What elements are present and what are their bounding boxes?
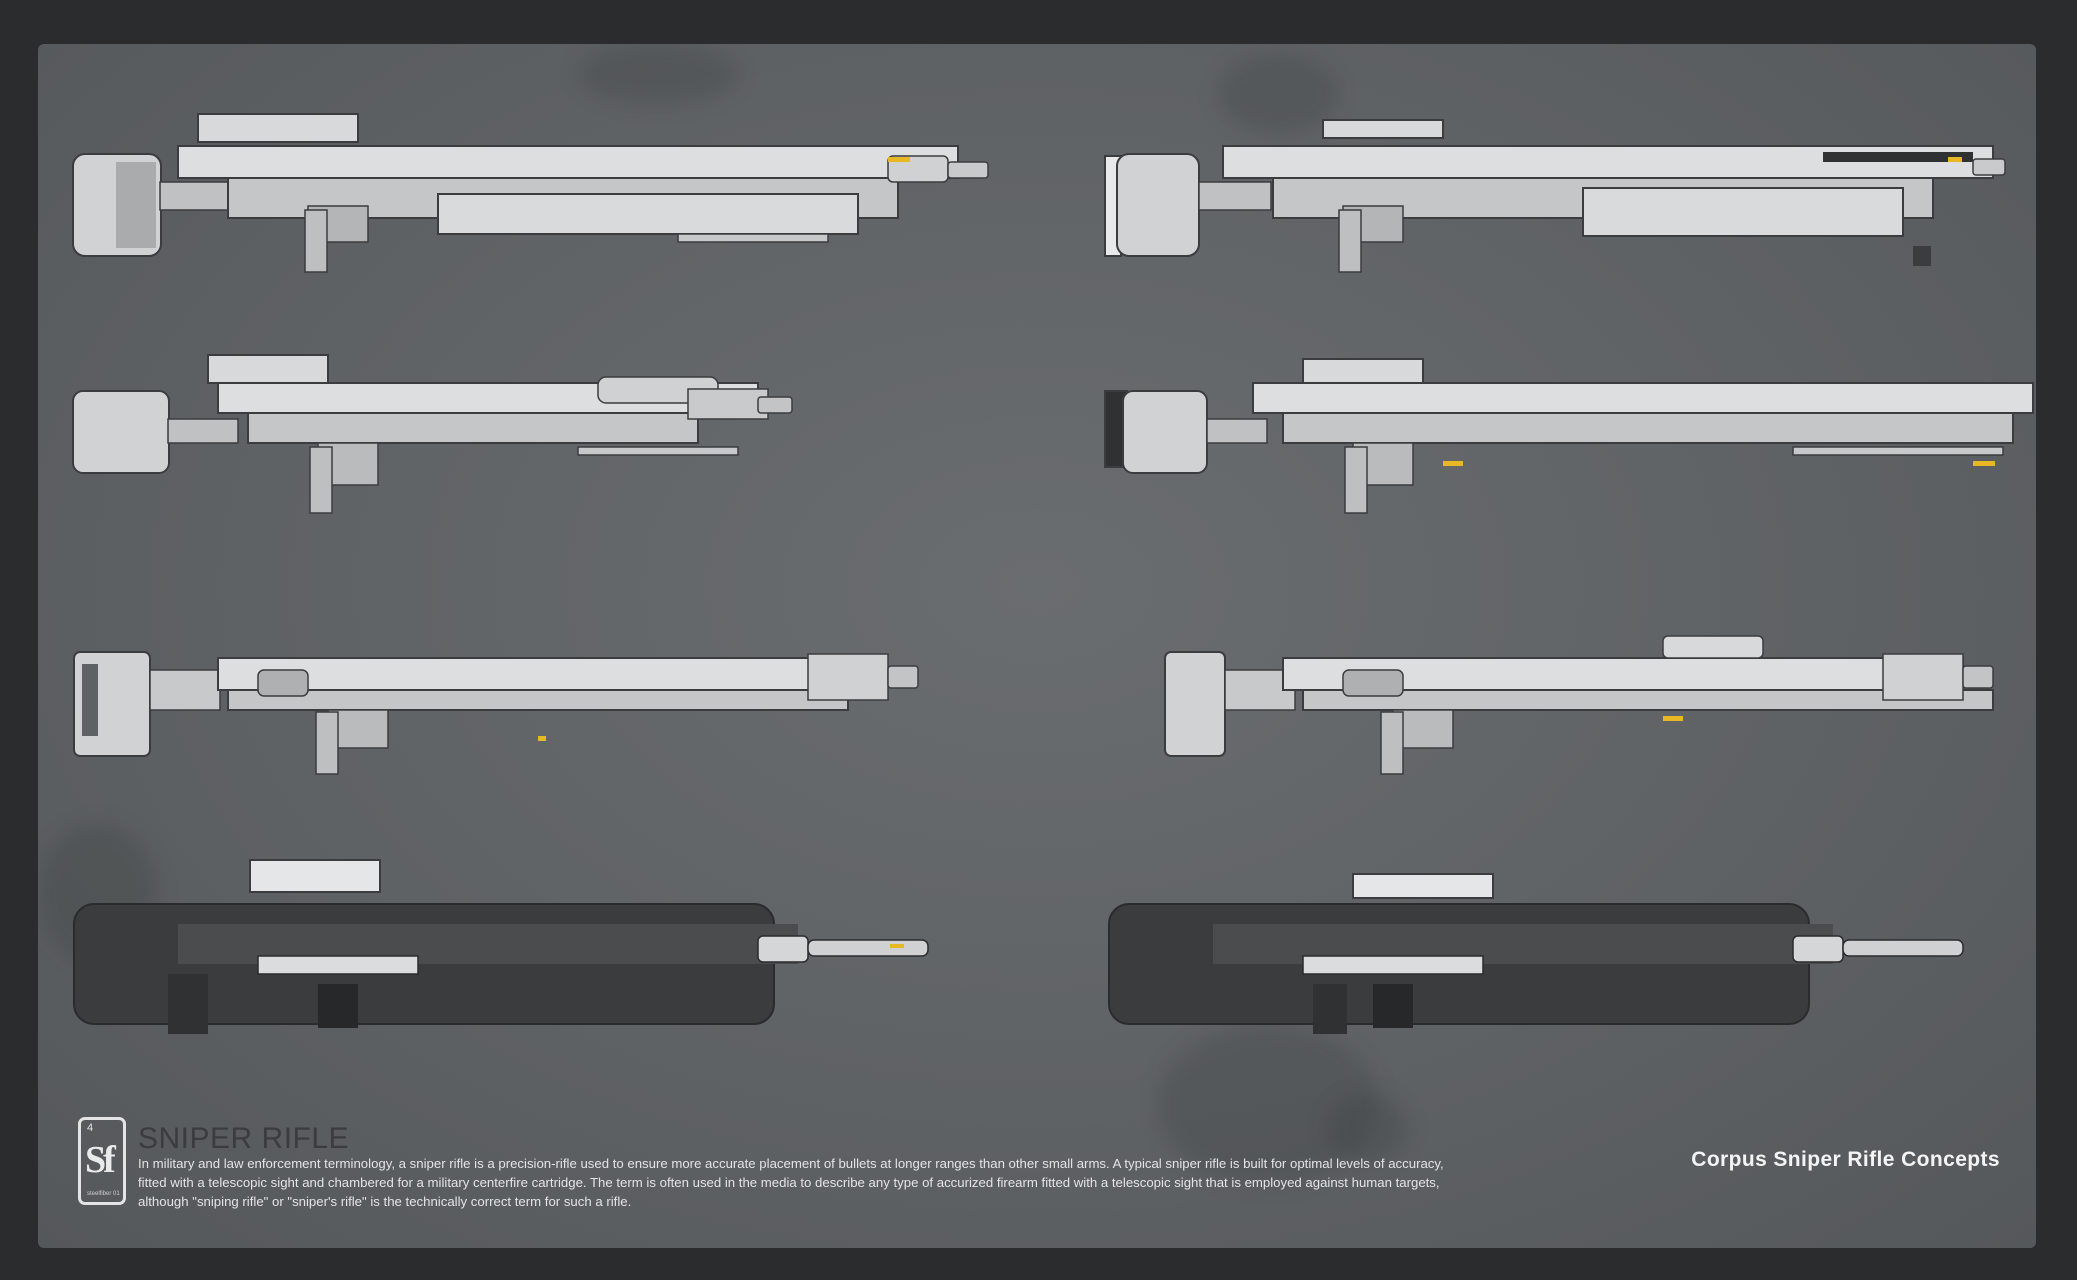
sheet-caption: Corpus Sniper Rifle Concepts <box>1691 1148 2000 1171</box>
artboard: 4 Sf steelfiber 01 SNIPER RIFLE In milit… <box>38 44 2036 1248</box>
steelfiber-logo: 4 Sf steelfiber 01 <box>78 1117 126 1205</box>
ink-stain <box>1218 54 1338 134</box>
rifle-concept-3b <box>1164 635 1994 775</box>
sheet-heading: SNIPER RIFLE <box>138 1122 350 1155</box>
sheet-description: In military and law enforcement terminol… <box>138 1156 1444 1209</box>
logo-number: 4 <box>87 1122 94 1134</box>
rifle-concept-2b <box>1104 358 2034 514</box>
rifle-concept-4a <box>73 859 929 1034</box>
rifle-concept-4b <box>1108 873 1964 1034</box>
logo-subtext: steelfiber 01 <box>87 1191 120 1197</box>
ink-stain <box>1158 1024 1378 1184</box>
logo-mark: Sf <box>85 1139 116 1181</box>
rifle-concept-1b <box>1104 119 2006 273</box>
rifle-concept-3a <box>73 651 919 775</box>
rifle-concept-2a <box>72 354 793 514</box>
rifle-concept-1a <box>72 113 989 273</box>
ink-stain <box>1328 1094 1408 1164</box>
ink-stain <box>578 44 738 104</box>
